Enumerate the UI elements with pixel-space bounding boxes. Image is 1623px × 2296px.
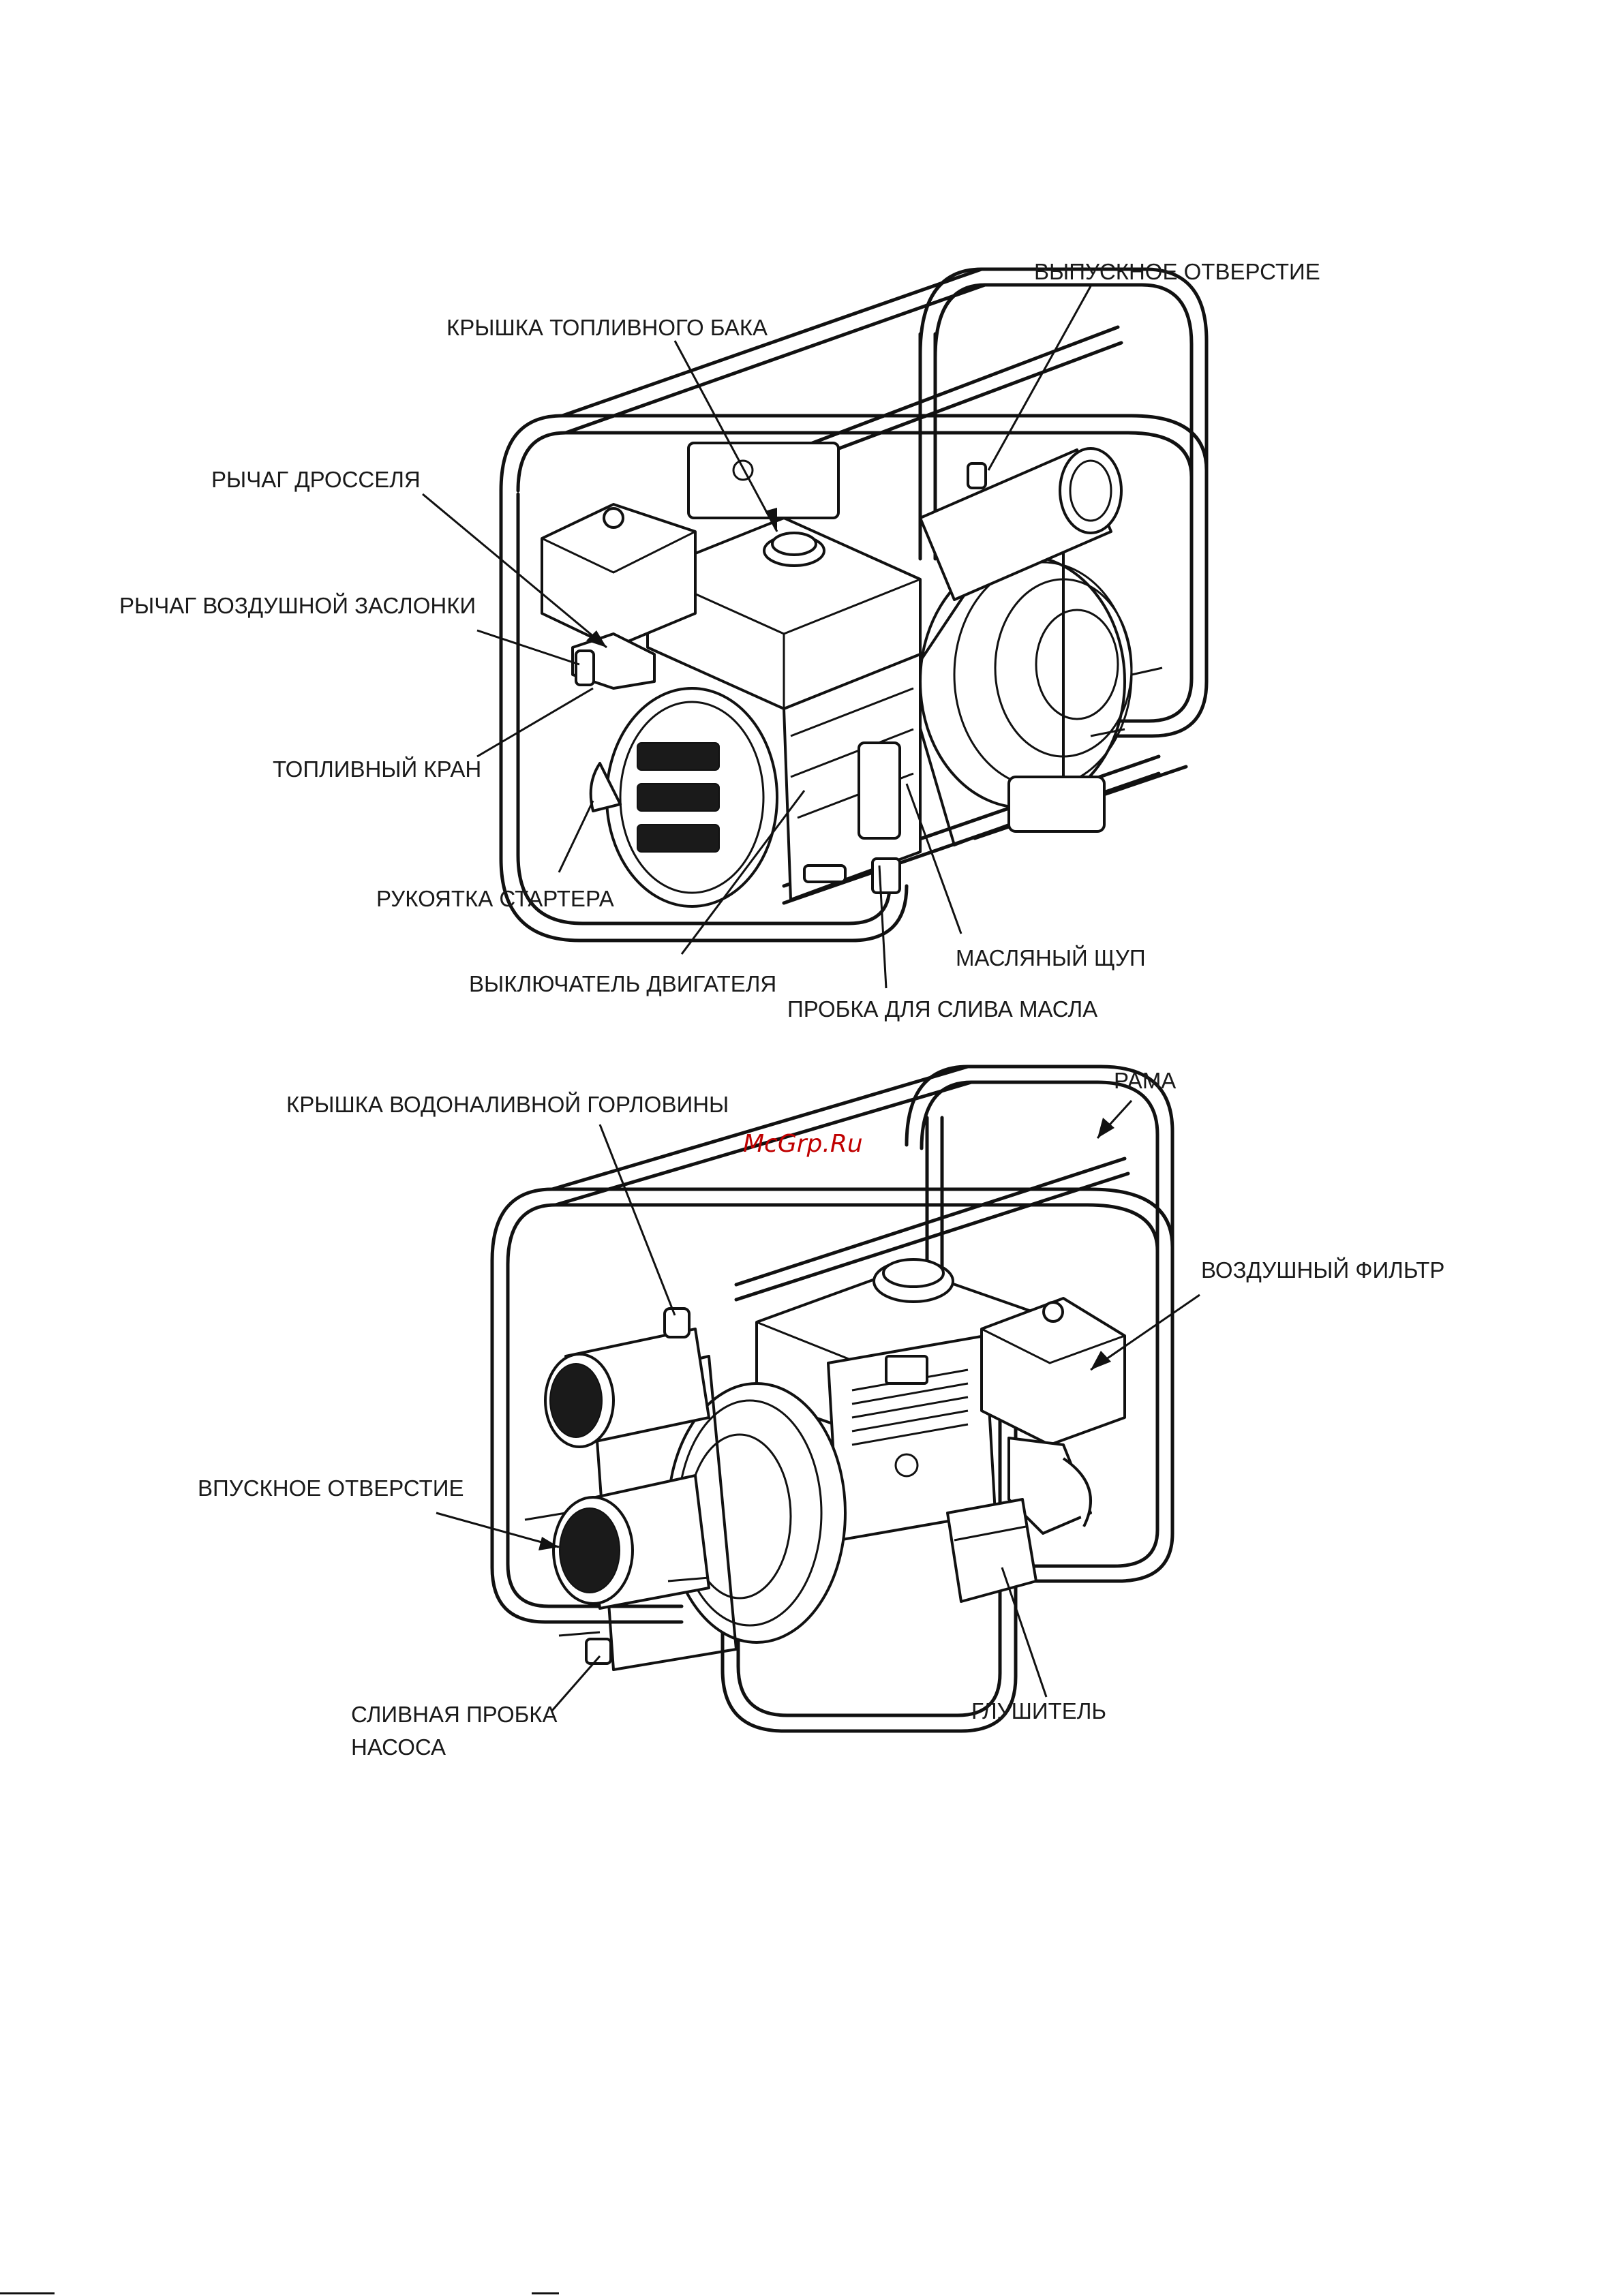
label-oil-drain: ПРОБКА ДЛЯ СЛИВА МАСЛА bbox=[787, 996, 1097, 1022]
leader-fuel-valve bbox=[477, 688, 593, 756]
label-dipstick: МАСЛЯНЫЙ ЩУП bbox=[956, 945, 1146, 970]
bolt-b1 bbox=[525, 1513, 566, 1520]
label-engine-switch: ВЫКЛЮЧАТЕЛЬ ДВИГАТЕЛЯ bbox=[469, 971, 776, 996]
leader-outlet bbox=[988, 286, 1091, 470]
frame-top-rail-2 bbox=[566, 285, 985, 433]
throttle-choke-levers bbox=[573, 634, 654, 688]
foot-1 bbox=[804, 866, 845, 882]
frame-front-loop-b-2 bbox=[508, 1205, 1157, 1264]
label-pump-drain-line1: СЛИВНАЯ ПРОБКА bbox=[351, 1702, 558, 1727]
label-frame: РАМА bbox=[1114, 1068, 1176, 1093]
inlet-pipe-b bbox=[553, 1475, 709, 1608]
leader-muffler bbox=[1002, 1567, 1046, 1697]
pump-housing bbox=[907, 545, 1132, 845]
diagram-top: ВЫПУСКНОЕ ОТВЕРСТИЕ КРЫШКА ТОПЛИВНОГО БА… bbox=[119, 259, 1320, 1022]
label-outlet: ВЫПУСКНОЕ ОТВЕРСТИЕ bbox=[1034, 259, 1320, 284]
air-filter-b bbox=[982, 1298, 1125, 1445]
recoil-starter bbox=[591, 688, 777, 906]
watermark: McGrp.Ru bbox=[743, 1130, 863, 1158]
label-priming-cap: КРЫШКА ВОДОНАЛИВНОЙ ГОРЛОВИНЫ bbox=[286, 1092, 729, 1117]
leader-priming-cap bbox=[600, 1124, 675, 1315]
label-fuel-valve: ТОПЛИВНЫЙ КРАН bbox=[273, 756, 481, 782]
label-muffler: ГЛУШИТЕЛЬ bbox=[971, 1698, 1106, 1724]
label-starter: РУКОЯТКА СТАРТЕРА bbox=[376, 886, 614, 911]
leader-pump-drain bbox=[552, 1656, 600, 1711]
label-air-filter: ВОЗДУШНЫЙ ФИЛЬТР bbox=[1201, 1257, 1444, 1283]
muffler-b bbox=[947, 1499, 1036, 1602]
priming-cap-b bbox=[665, 1308, 689, 1337]
frame-front-loop-b bbox=[492, 1189, 1172, 1261]
label-fuel-cap: КРЫШКА ТОПЛИВНОГО БАКА bbox=[446, 315, 768, 340]
leader-starter bbox=[559, 801, 593, 872]
diagram-bottom: РАМА КРЫШКА ВОДОНАЛИВНОЙ ГОРЛОВИНЫ ВОЗДУ… bbox=[198, 1067, 1444, 1760]
foot-2 bbox=[873, 859, 900, 893]
pump-bolt-1 bbox=[1132, 668, 1162, 675]
label-pump-drain-line2: НАСОСА bbox=[351, 1734, 446, 1760]
label-choke: РЫЧАГ ВОЗДУШНОЙ ЗАСЛОНКИ bbox=[119, 593, 476, 618]
frame-top-rail-b1 bbox=[552, 1067, 968, 1189]
label-throttle: РЫЧАГ ДРОССЕЛЯ bbox=[211, 467, 421, 492]
label-inlet: ВПУСКНОЕ ОТВЕРСТИЕ bbox=[198, 1475, 464, 1501]
leader-choke bbox=[477, 630, 579, 664]
pump-drain-plug-b bbox=[586, 1639, 611, 1664]
bolt-b3 bbox=[559, 1632, 600, 1636]
